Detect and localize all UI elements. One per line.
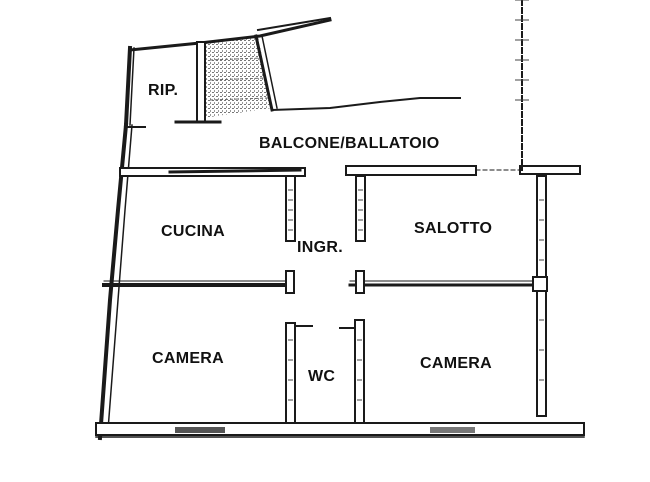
stairwell — [203, 36, 272, 118]
room-label-camera-left: CAMERA — [152, 350, 225, 367]
room-label-ingresso: INGR. — [297, 239, 343, 256]
room-label-wc: WC — [308, 368, 336, 385]
room-label-rip: RIP. — [148, 82, 179, 99]
wall-hatching — [288, 0, 544, 401]
room-label-salotto: SALOTTO — [414, 220, 493, 237]
walls — [95, 0, 585, 441]
room-label-camera-right: CAMERA — [420, 355, 493, 372]
room-label-balcone: BALCONE/BALLATOIO — [259, 135, 440, 152]
room-label-cucina: CUCINA — [161, 223, 226, 240]
